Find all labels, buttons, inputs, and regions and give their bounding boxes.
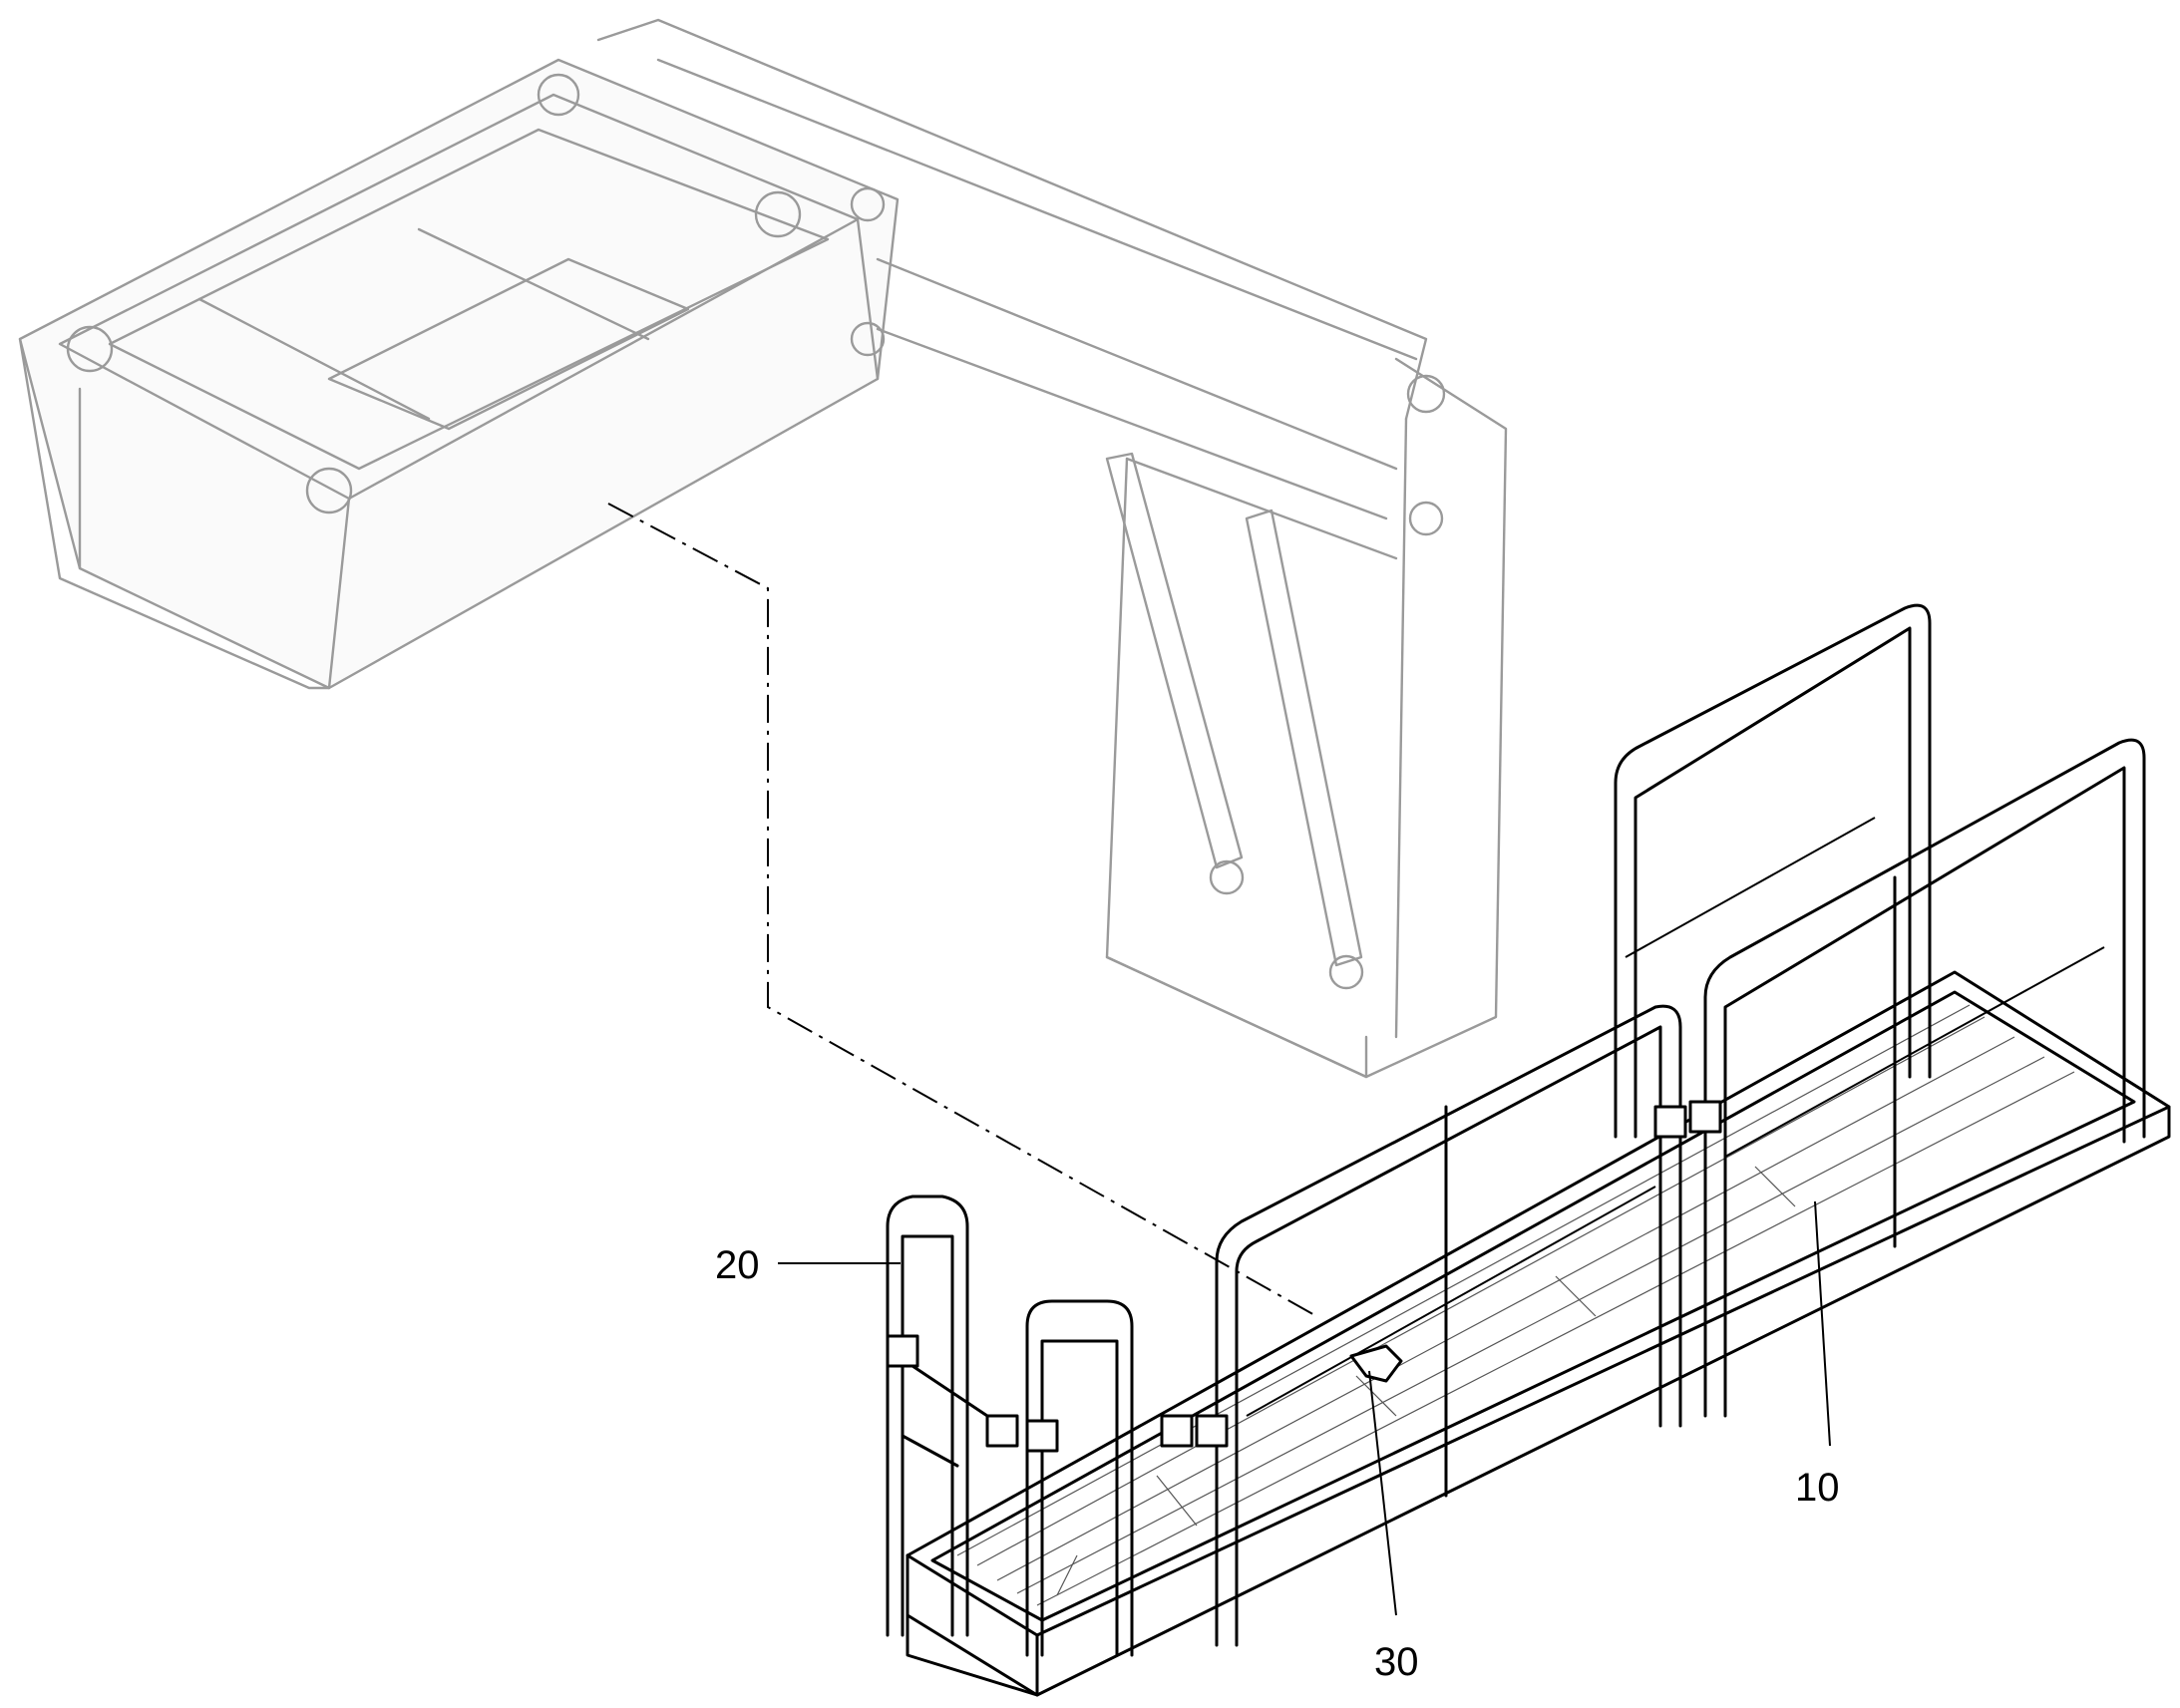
deck-grating: [956, 1004, 2075, 1606]
callout-label-20: 20: [715, 1243, 760, 1287]
callout-30: 30: [1368, 1370, 1419, 1684]
callout-label-30: 30: [1374, 1640, 1419, 1684]
mounting-bracket: [1349, 1344, 1403, 1383]
callout-20: 20: [715, 1243, 901, 1287]
callout-10: 10: [1795, 1200, 1840, 1510]
frame-phantom: [18, 18, 1508, 1079]
walkway-platform: [886, 603, 2171, 1697]
mounting-centerline: [607, 503, 1317, 1317]
callout-label-10: 10: [1795, 1466, 1840, 1510]
